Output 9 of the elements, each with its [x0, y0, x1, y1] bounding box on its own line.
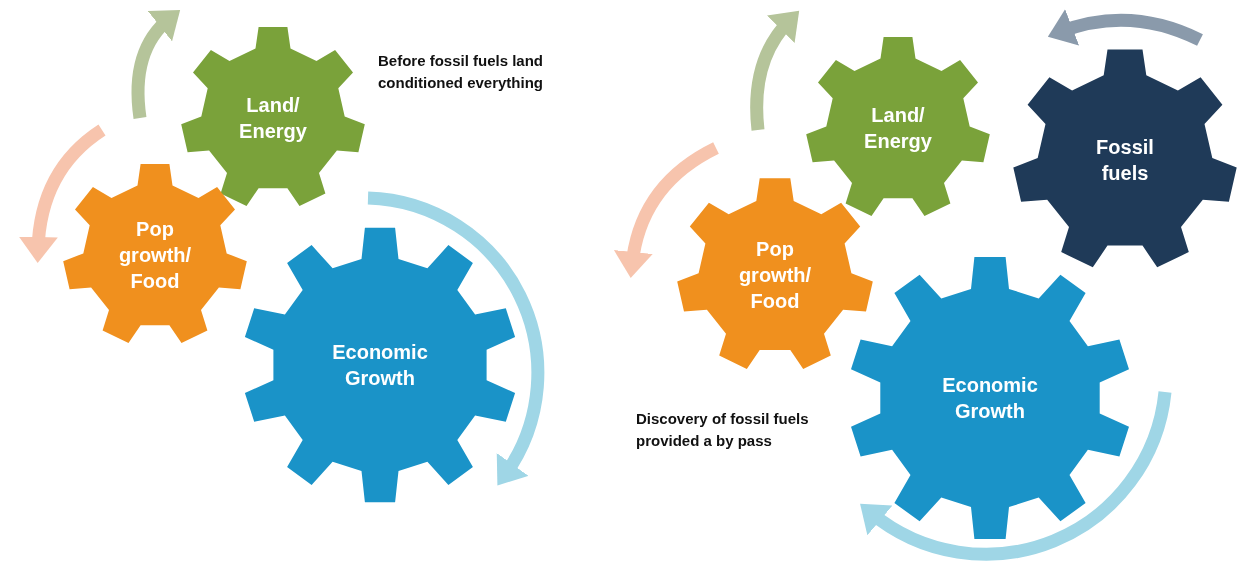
- gear-label: Land/ Energy: [238, 93, 308, 144]
- gear-label: Economic Growth: [331, 340, 429, 391]
- note-text: Discovery of fossil fuels provided a by pass: [636, 409, 810, 451]
- gear-label: Pop growth/ Food: [117, 217, 193, 294]
- gear-label: Economic Growth: [941, 373, 1039, 424]
- gear-label: Land/ Energy: [863, 103, 933, 154]
- gear-label: Pop growth/ Food: [737, 237, 813, 314]
- note-text: Before fossil fuels land conditioned everything: [378, 51, 545, 93]
- gear-label: Fossil fuels: [1095, 135, 1155, 186]
